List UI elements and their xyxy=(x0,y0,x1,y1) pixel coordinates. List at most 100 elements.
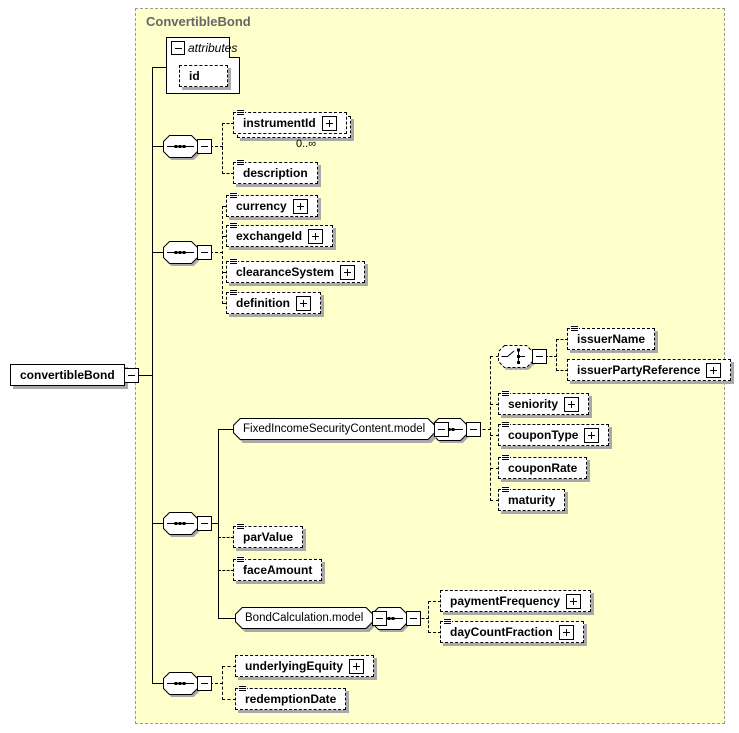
element-dayCountFraction[interactable]: dayCountFraction xyxy=(440,618,584,643)
connector xyxy=(545,356,557,357)
element-issuerPartyReference[interactable]: issuerPartyReference xyxy=(567,359,732,381)
element-definition[interactable]: definition xyxy=(226,289,321,314)
connector xyxy=(218,429,234,430)
attributes-header: attributes xyxy=(188,41,238,55)
simple-content-icon xyxy=(236,159,245,167)
collapse-icon[interactable] xyxy=(532,348,547,364)
connector xyxy=(152,523,164,524)
element-exchangeId[interactable]: exchangeId xyxy=(226,222,334,247)
simple-content-icon xyxy=(236,523,245,531)
connector xyxy=(218,570,234,571)
element-label: paymentFrequency xyxy=(450,594,561,608)
simple-content-icon xyxy=(229,222,238,230)
expand-icon[interactable] xyxy=(706,362,722,378)
element-maturity[interactable]: maturity xyxy=(498,486,566,511)
element-label: seniority xyxy=(508,397,559,411)
element-label: description xyxy=(243,166,308,180)
choice-glyph xyxy=(498,344,533,368)
element-currency[interactable]: currency xyxy=(226,192,318,217)
expand-icon[interactable] xyxy=(340,264,356,280)
sequence-glyph xyxy=(163,511,198,535)
collapse-icon[interactable] xyxy=(434,421,450,437)
expand-icon[interactable] xyxy=(308,228,324,244)
connector xyxy=(210,683,223,684)
expand-icon[interactable] xyxy=(564,396,580,412)
sequence-icon[interactable] xyxy=(163,671,212,695)
connector xyxy=(222,666,236,667)
connector xyxy=(222,236,228,237)
collapse-icon[interactable] xyxy=(197,138,212,154)
element-paymentFrequency[interactable]: paymentFrequency xyxy=(440,590,592,612)
simple-content-icon xyxy=(236,556,245,564)
collapse-icon[interactable] xyxy=(466,421,481,437)
connector xyxy=(428,601,441,602)
sequence-glyph xyxy=(163,134,198,158)
element-faceAmount[interactable]: faceAmount xyxy=(233,556,323,581)
element-seniority[interactable]: seniority xyxy=(498,390,590,415)
collapse-icon[interactable] xyxy=(406,610,421,626)
element-underlyingEquity[interactable]: underlyingEquity xyxy=(235,655,375,677)
connector xyxy=(152,67,153,683)
element-label: instrumentId xyxy=(243,116,316,130)
element-label: redemptionDate xyxy=(245,692,337,706)
expand-icon[interactable] xyxy=(349,658,365,674)
element-issuerName[interactable]: issuerName xyxy=(567,325,656,350)
connector xyxy=(490,435,499,436)
element-label: couponRate xyxy=(508,461,578,475)
connector xyxy=(218,618,236,619)
element-redemptionDate[interactable]: redemptionDate xyxy=(235,685,347,710)
expand-icon[interactable] xyxy=(584,427,600,443)
simple-content-icon xyxy=(501,454,510,462)
connector xyxy=(222,206,228,207)
element-label: exchangeId xyxy=(236,229,303,243)
connector xyxy=(152,683,164,684)
connector xyxy=(490,356,499,357)
element-couponRate[interactable]: couponRate xyxy=(498,454,588,479)
simple-content-icon xyxy=(229,289,238,297)
connector xyxy=(222,206,223,304)
element-label: convertibleBond xyxy=(20,368,115,382)
model-group-FixedIncomeSecurityContent[interactable]: FixedIncomeSecurityContent.model xyxy=(233,418,450,440)
root-element-convertibleBond[interactable]: convertibleBond xyxy=(10,364,139,386)
sequence-icon[interactable] xyxy=(163,240,212,264)
connector xyxy=(152,67,167,68)
connector xyxy=(556,339,557,371)
sequence-icon[interactable] xyxy=(163,134,212,158)
connector xyxy=(490,468,499,469)
expand-icon[interactable] xyxy=(321,115,337,131)
element-parValue[interactable]: parValue xyxy=(233,523,304,548)
element-instrumentId[interactable]: instrumentId xyxy=(233,109,351,138)
connector xyxy=(417,618,429,619)
collapse-icon[interactable] xyxy=(123,367,139,383)
element-label: issuerName xyxy=(577,332,646,346)
collapse-icon[interactable] xyxy=(197,515,212,531)
element-label: issuerPartyReference xyxy=(577,363,701,377)
expand-icon[interactable] xyxy=(558,624,574,640)
sequence-glyph xyxy=(163,240,198,264)
collapse-icon[interactable] xyxy=(197,244,212,260)
sequence-icon[interactable] xyxy=(163,511,212,535)
connector xyxy=(222,666,223,700)
element-label: underlyingEquity xyxy=(245,659,344,673)
simple-content-icon xyxy=(238,685,247,693)
expand-icon[interactable] xyxy=(296,295,311,311)
collapse-icon[interactable] xyxy=(197,675,212,691)
choice-icon[interactable] xyxy=(498,344,547,368)
expand-icon[interactable] xyxy=(566,593,582,609)
element-label: couponType xyxy=(508,428,579,442)
attribute-id[interactable]: id xyxy=(179,65,228,87)
connector xyxy=(210,146,223,147)
connector xyxy=(490,404,499,405)
element-couponType[interactable]: couponType xyxy=(498,421,610,446)
connector xyxy=(222,123,223,174)
element-label: faceAmount xyxy=(243,563,313,577)
element-description[interactable]: description xyxy=(233,159,318,184)
connector xyxy=(218,537,234,538)
collapse-icon[interactable] xyxy=(372,610,388,626)
expand-icon[interactable] xyxy=(292,198,308,214)
model-group-BondCalculation[interactable]: BondCalculation.model xyxy=(235,607,388,629)
element-clearanceSystem[interactable]: clearanceSystem xyxy=(226,258,366,283)
occurrence-indicator: 0..∞ xyxy=(296,138,317,150)
connector xyxy=(428,601,429,633)
collapse-icon[interactable] xyxy=(171,41,185,55)
